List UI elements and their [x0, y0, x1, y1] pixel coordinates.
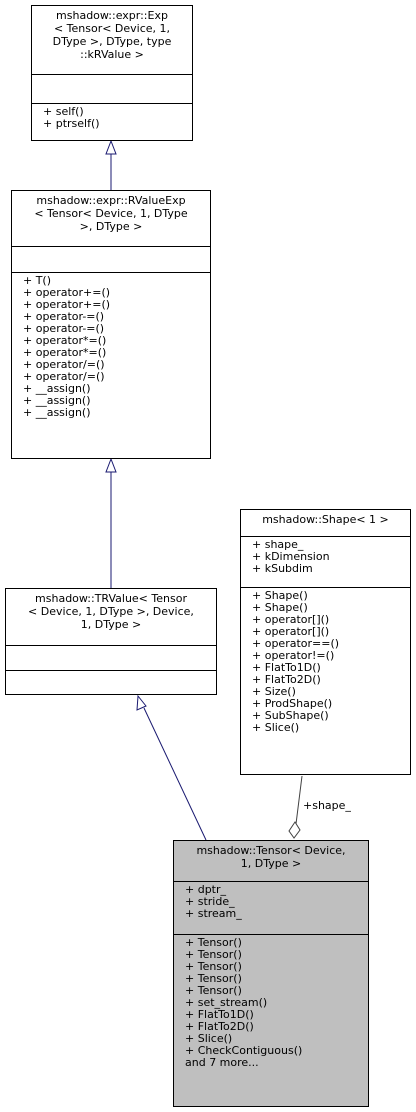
class-title-rvalueexp: mshadow::expr::RValueExp < Tensor< Devic…	[34, 194, 188, 233]
composition-diamond	[288, 821, 301, 839]
method-item: + Shape()	[252, 601, 308, 614]
composition-edge-shape	[295, 775, 303, 825]
method-item: + operator[]()	[252, 625, 330, 638]
method-item: and 7 more...	[185, 1056, 259, 1069]
attribute-item: + kSubdim	[252, 562, 313, 575]
class-box-rvalueexp[interactable]: mshadow::expr::RValueExp < Tensor< Devic…	[11, 190, 211, 459]
edge-label-shape: +shape_	[303, 799, 351, 812]
method-item: + Size()	[252, 685, 296, 698]
method-item: + CheckContiguous()	[185, 1044, 303, 1057]
method-item: + __assign()	[23, 382, 91, 395]
method-item: + SubShape()	[252, 709, 329, 722]
method-item: + operator==()	[252, 637, 340, 650]
method-item: + Slice()	[252, 721, 300, 734]
method-item: + Tensor()	[185, 984, 242, 997]
class-box-exp[interactable]: mshadow::expr::Exp < Tensor< Device, 1, …	[31, 5, 193, 141]
attributes-section-tensor: + dptr_+ stride_+ stream_	[174, 881, 368, 934]
method-item: + operator!=()	[252, 649, 335, 662]
method-item: + operator+=()	[23, 286, 111, 299]
inheritance-arrow-rvalue	[105, 457, 117, 473]
inheritance-arrow-exp	[105, 139, 117, 155]
attributes-section-trvalue	[6, 645, 216, 670]
method-item: + Slice()	[185, 1032, 233, 1045]
method-item: + operator+=()	[23, 298, 111, 311]
attribute-item: + stream_	[185, 907, 242, 920]
methods-section-trvalue	[6, 670, 216, 694]
attribute-item: + dptr_	[185, 883, 227, 896]
methods-section-tensor: + Tensor()+ Tensor()+ Tensor()+ Tensor()…	[174, 934, 368, 1071]
class-title-trvalue: mshadow::TRValue< Tensor < Device, 1, DT…	[28, 592, 194, 631]
method-item: + operator/=()	[23, 358, 105, 371]
class-title-exp: mshadow::expr::Exp < Tensor< Device, 1, …	[52, 9, 172, 61]
methods-section-exp: + self()+ ptrself()	[32, 103, 192, 132]
methods-section-rvalueexp: + T()+ operator+=()+ operator+=()+ opera…	[12, 272, 210, 421]
inheritance-arrow-trvalue	[136, 694, 147, 711]
method-item: + ProdShape()	[252, 697, 333, 710]
attributes-section-rvalueexp	[12, 246, 210, 272]
method-item: + __assign()	[23, 406, 91, 419]
inheritance-edge-tensor-trvalue	[143, 707, 207, 841]
method-item: + Tensor()	[185, 972, 242, 985]
method-item: + FlatTo1D()	[185, 1008, 254, 1021]
attribute-item: + kDimension	[252, 550, 330, 563]
attribute-item: + shape_	[252, 538, 304, 551]
method-item: + Shape()	[252, 589, 308, 602]
method-item: + ptrself()	[43, 117, 100, 130]
method-item: + operator-=()	[23, 310, 105, 323]
method-item: + operator/=()	[23, 370, 105, 383]
method-item: + operator*=()	[23, 346, 107, 359]
method-item: + Tensor()	[185, 948, 242, 961]
class-box-shape[interactable]: mshadow::Shape< 1 > + shape_+ kDimension…	[240, 509, 411, 775]
method-item: + Tensor()	[185, 960, 242, 973]
attributes-section-exp	[32, 74, 192, 103]
method-item: + operator-=()	[23, 322, 105, 335]
method-item: + set_stream()	[185, 996, 268, 1009]
method-item: + FlatTo1D()	[252, 661, 321, 674]
method-item: + __assign()	[23, 394, 91, 407]
attribute-item: + stride_	[185, 895, 235, 908]
class-box-trvalue[interactable]: mshadow::TRValue< Tensor < Device, 1, DT…	[5, 588, 217, 695]
method-item: + FlatTo2D()	[185, 1020, 254, 1033]
method-item: + T()	[23, 274, 52, 287]
method-item: + FlatTo2D()	[252, 673, 321, 686]
method-item: + self()	[43, 105, 84, 118]
method-item: + operator[]()	[252, 613, 330, 626]
class-title-tensor: mshadow::Tensor< Device, 1, DType >	[196, 844, 346, 870]
attributes-section-shape: + shape_+ kDimension+ kSubdim	[241, 536, 410, 587]
method-item: + Tensor()	[185, 936, 242, 949]
methods-section-shape: + Shape()+ Shape()+ operator[]()+ operat…	[241, 587, 410, 736]
class-box-tensor[interactable]: mshadow::Tensor< Device, 1, DType > + dp…	[173, 840, 369, 1107]
class-title-shape: mshadow::Shape< 1 >	[262, 513, 389, 526]
method-item: + operator*=()	[23, 334, 107, 347]
